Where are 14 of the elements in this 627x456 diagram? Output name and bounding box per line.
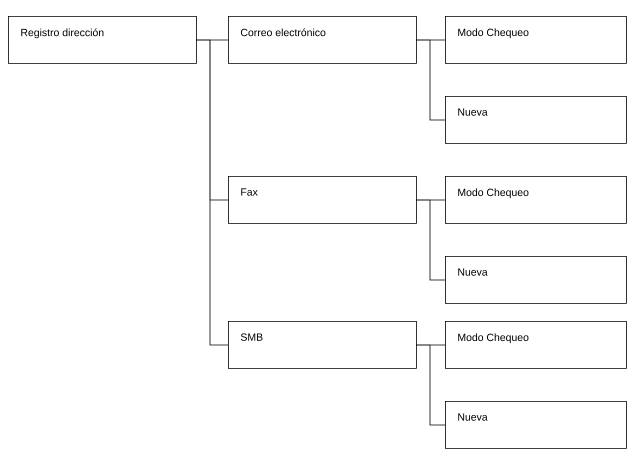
- menu-box: Nueva: [445, 96, 627, 144]
- menu-box: Fax: [228, 176, 417, 224]
- menu-box: SMB: [228, 321, 417, 369]
- menu-box: Registro dirección: [8, 16, 197, 64]
- menu-box: Modo Chequeo: [445, 321, 627, 369]
- menu-box: Modo Chequeo: [445, 16, 627, 64]
- menu-box: Nueva: [445, 256, 627, 304]
- connector-line: [416, 344, 446, 426]
- menu-box: Nueva: [445, 401, 627, 449]
- connector-line: [416, 200, 446, 280]
- connector-line: [196, 40, 228, 346]
- connector-line: [416, 40, 446, 120]
- menu-box: Correo electrónico: [228, 16, 417, 64]
- menu-box: Modo Chequeo: [445, 176, 627, 224]
